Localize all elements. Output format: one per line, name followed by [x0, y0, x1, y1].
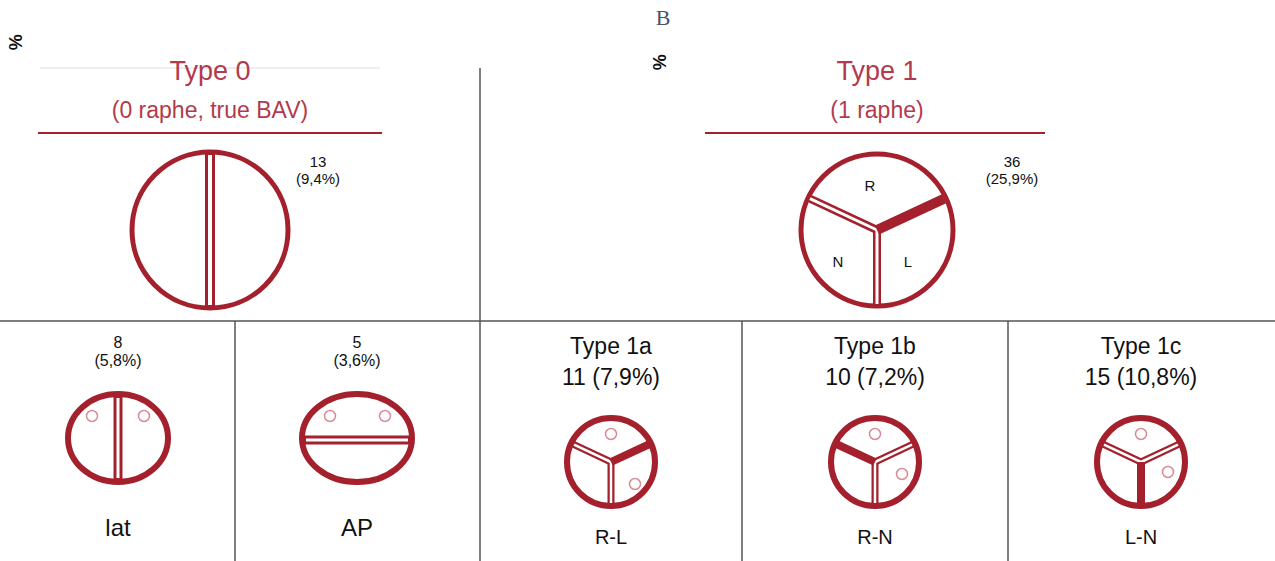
commissure-line	[114, 396, 123, 480]
axis-symbol: %	[6, 34, 27, 50]
grid-divider	[741, 321, 743, 561]
commissure-gap	[610, 462, 613, 503]
type-subheading: (0 raphe, true BAV)	[112, 97, 308, 123]
coronary-ostium	[630, 479, 641, 490]
heading-underline	[705, 132, 1045, 134]
commissure-gap	[810, 199, 877, 230]
commissure-gap	[876, 230, 879, 304]
subtype-heading: Type 1a	[570, 333, 652, 359]
commissure-gap	[208, 155, 212, 305]
commissure-line	[810, 199, 877, 230]
valve-outline	[797, 150, 957, 310]
subtype-heading: Type 1c	[1101, 333, 1182, 359]
coronary-ostium	[380, 411, 391, 422]
count-percent: 11 (7,9%)	[562, 364, 660, 390]
valve-ring	[831, 418, 919, 506]
coronary-ostium	[87, 411, 98, 422]
valve-circle: R N L	[797, 150, 957, 310]
coronary-ostium	[1163, 467, 1174, 478]
count-percent: 10 (7,2%)	[825, 364, 925, 390]
valve-1c	[1097, 418, 1185, 506]
cusp-letter: R	[865, 177, 876, 194]
valve-ring	[1097, 418, 1185, 506]
commissure-line	[573, 444, 611, 462]
axis-symbol: %	[650, 54, 671, 70]
grid-divider	[479, 321, 481, 561]
raphe-position: R-L	[595, 526, 627, 549]
count-percent: 15 (10,8%)	[1085, 364, 1198, 390]
subtype-cell: Type 1c 15 (10,8%) L-N	[1008, 322, 1275, 561]
commissure-line	[304, 436, 410, 445]
commissure-line	[873, 230, 881, 304]
commissure-line	[608, 462, 615, 504]
commissure-line	[872, 462, 879, 504]
valve-ring	[567, 418, 655, 506]
grid-divider	[234, 321, 236, 561]
commissure-gap	[874, 462, 877, 503]
commissure-line	[875, 444, 913, 462]
orientation-label: lat	[105, 514, 130, 542]
heading-underline	[38, 132, 382, 134]
coronary-ostium	[897, 469, 908, 480]
commissure-line	[1141, 444, 1179, 462]
commissure-gap	[306, 439, 408, 442]
grid-divider	[1007, 321, 1009, 561]
coronary-ostium	[1136, 429, 1147, 440]
count-percent: 36 (25,9%)	[981, 153, 1043, 188]
type-panel: Type 0(0 raphe, true BAV)13 (9,4%)	[0, 68, 480, 321]
type-panel: RNLType 1(1 raphe)36 (25,9%)	[480, 68, 1275, 321]
valve-1a	[567, 418, 655, 506]
count-percent: 5 (3,6%)	[330, 334, 384, 371]
commissure-gap	[1104, 445, 1141, 462]
commissure-gap	[1141, 445, 1178, 462]
coronary-ostium	[325, 411, 336, 422]
grid-divider	[479, 68, 481, 321]
commissure-gap	[875, 445, 912, 462]
raphe-position: L-N	[1125, 526, 1157, 549]
type-subheading: (1 raphe)	[830, 97, 923, 123]
coronary-ostium	[139, 411, 150, 422]
panel-letter: B	[656, 5, 671, 30]
commissure-gap	[574, 445, 611, 462]
subtype-cell: 5 (3,6%) AP	[235, 322, 480, 561]
cusp-letter: N	[833, 253, 844, 270]
commissure-line	[1103, 444, 1141, 462]
type-heading: Type 0	[169, 56, 250, 87]
raphe	[611, 444, 650, 462]
count-percent: 8 (5,8%)	[91, 334, 145, 371]
type-heading: Type 1	[836, 56, 917, 87]
coronary-ostium	[870, 429, 881, 440]
raphe	[877, 199, 944, 230]
valve-ring	[132, 152, 288, 308]
subtype-cell: Type 1b 10 (7,2%) R-N	[742, 322, 1008, 561]
count-percent: 13 (9,4%)	[289, 153, 347, 188]
commissure-gap	[117, 398, 120, 478]
valve-ring	[68, 394, 168, 482]
subtype-cell: 8 (5,8%) lat	[0, 322, 235, 561]
subtype-cell: Type 1a 11 (7,9%) R-L	[480, 322, 742, 561]
commissure-line	[205, 153, 215, 307]
grid-divider	[0, 320, 1275, 322]
cusp-letter: L	[904, 253, 912, 270]
subtype-heading: Type 1b	[834, 333, 916, 359]
orientation-label: AP	[341, 514, 373, 542]
coronary-ostium	[606, 429, 617, 440]
raphe	[836, 444, 875, 462]
valve-ring	[302, 394, 412, 482]
raphe-position: R-N	[857, 526, 893, 549]
raphe	[1137, 462, 1145, 504]
valve-ring	[801, 154, 953, 306]
valve-1b	[831, 418, 919, 506]
